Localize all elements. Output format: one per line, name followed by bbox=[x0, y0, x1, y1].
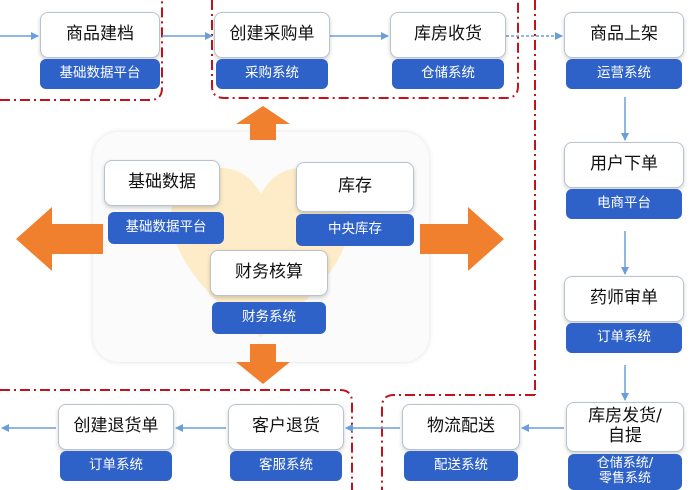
node-system-label: 基础数据平台 bbox=[108, 212, 224, 244]
dashed-border-group-left bbox=[0, 0, 163, 101]
node-title: 财务核算 bbox=[210, 250, 328, 296]
node-title: 商品建档 bbox=[40, 12, 160, 58]
node-title: 商品上架 bbox=[564, 12, 684, 58]
node-title: 用户下单 bbox=[564, 142, 684, 188]
hub-node-inventory: 库存 中央库存 bbox=[296, 162, 414, 248]
node-system-label: 基础数据平台 bbox=[40, 59, 160, 89]
node-title: 库存 bbox=[296, 162, 414, 212]
node-system-label: 采购系统 bbox=[216, 59, 328, 89]
node-system-label: 中央库存 bbox=[296, 214, 414, 246]
node-system-label: 配送系统 bbox=[404, 451, 518, 481]
node-title: 创建退货单 bbox=[58, 404, 174, 450]
hub-node-finance: 财务核算 财务系统 bbox=[210, 250, 328, 336]
node-system-label: 仓储系统 bbox=[392, 59, 504, 89]
node-system-label: 电商平台 bbox=[566, 189, 682, 219]
dashed-border-group-returns bbox=[0, 389, 353, 490]
node-title: 物流配送 bbox=[402, 404, 520, 450]
node-product-listing: 商品上架 运营系统 bbox=[564, 12, 684, 96]
node-logistics: 物流配送 配送系统 bbox=[402, 404, 520, 484]
big-arrow-down bbox=[236, 344, 290, 384]
node-title: 客户退货 bbox=[228, 404, 344, 450]
node-system-label: 仓储系统/ 零售系统 bbox=[568, 454, 682, 490]
dashed-border-group-procurement bbox=[211, 0, 519, 99]
node-customer-return: 客户退货 客服系统 bbox=[228, 404, 344, 484]
node-create-po: 创建采购单 采购系统 bbox=[214, 12, 330, 92]
big-arrow-right bbox=[420, 207, 504, 271]
node-warehouse-ship: 库房发货/ 自提 仓储系统/ 零售系统 bbox=[566, 402, 684, 490]
node-system-label: 订单系统 bbox=[60, 451, 172, 481]
node-create-return: 创建退货单 订单系统 bbox=[58, 404, 174, 484]
node-system-label: 订单系统 bbox=[566, 323, 682, 353]
node-system-label: 运营系统 bbox=[566, 59, 682, 89]
big-arrow-up bbox=[236, 106, 290, 140]
node-title: 药师审单 bbox=[564, 276, 684, 322]
node-warehouse-receive: 库房收货 仓储系统 bbox=[390, 12, 506, 92]
node-system-label: 客服系统 bbox=[230, 451, 342, 481]
node-pharmacist-review: 药师审单 订单系统 bbox=[564, 276, 684, 364]
dashed-border-group-delivery bbox=[381, 394, 535, 490]
node-title: 基础数据 bbox=[104, 160, 220, 206]
node-product-filing: 商品建档 基础数据平台 bbox=[40, 12, 160, 92]
node-user-order: 用户下单 电商平台 bbox=[564, 142, 684, 230]
big-arrow-left bbox=[16, 207, 103, 271]
node-title: 创建采购单 bbox=[214, 12, 330, 58]
node-title: 库房发货/ 自提 bbox=[566, 402, 684, 452]
hub-node-master-data: 基础数据 基础数据平台 bbox=[104, 160, 224, 246]
node-title: 库房收货 bbox=[390, 12, 506, 58]
node-system-label: 财务系统 bbox=[212, 302, 326, 334]
